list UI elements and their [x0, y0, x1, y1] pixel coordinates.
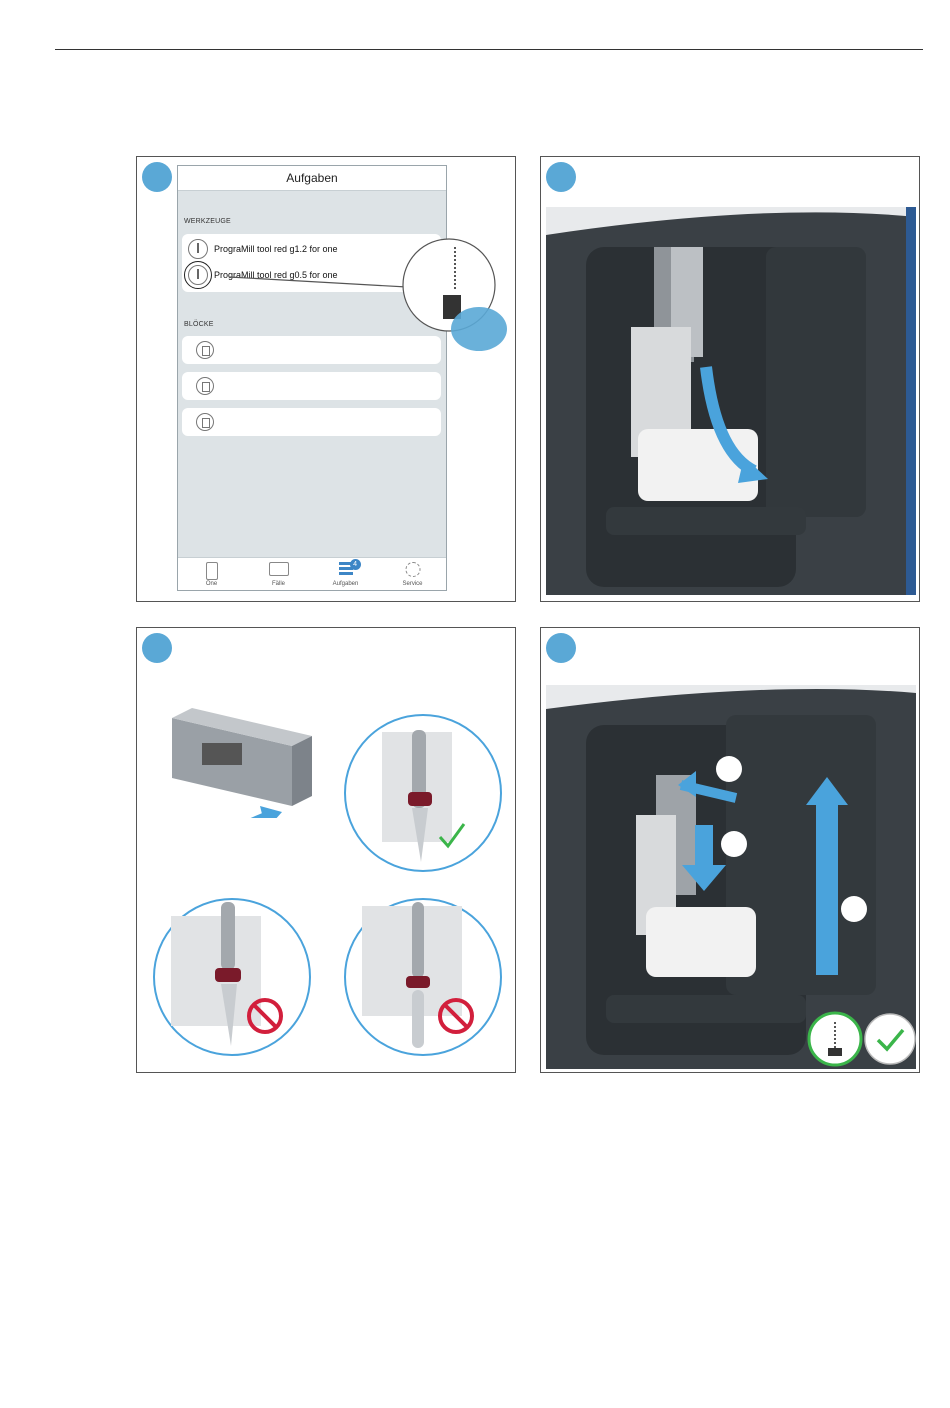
tab-service[interactable]: Service: [379, 558, 446, 590]
hand-icon: [451, 307, 507, 351]
panel-step-3: [136, 627, 516, 1073]
callout-circle-1: [716, 756, 742, 782]
tab-label: Aufgaben: [312, 581, 379, 587]
tools-section-label: WERKZEUGE: [184, 218, 231, 225]
machine-illustration: [546, 207, 916, 595]
tool-icon: [188, 265, 208, 285]
app-title: Aufgaben: [178, 166, 446, 191]
block-item-2[interactable]: [182, 372, 441, 400]
magnifier-callout: [217, 237, 516, 367]
gears-icon: [405, 562, 420, 577]
block-icon: [196, 413, 214, 431]
wrong-insertion-circle-2: [342, 896, 504, 1058]
blocks-section-label: BLÖCKE: [184, 321, 214, 328]
callout-circle-3: [841, 896, 867, 922]
block-icon: [196, 341, 214, 359]
confirm-check-icon: [865, 1014, 915, 1064]
tool-icon: [188, 239, 208, 259]
cases-icon: [269, 562, 289, 576]
header-rule: [55, 49, 923, 50]
panel-step-1: Aufgaben WERKZEUGE PrograMill tool red g…: [136, 156, 516, 602]
correct-insertion-circle: [342, 712, 504, 874]
step-marker-3: [142, 633, 172, 663]
wrong-insertion-circle-1: [151, 896, 313, 1058]
tab-cases[interactable]: Fälle: [245, 558, 312, 590]
status-buttons: [806, 1010, 918, 1068]
tool-holder-illustration: [142, 688, 322, 818]
tasks-badge: 4: [350, 559, 361, 570]
block-item-3[interactable]: [182, 408, 441, 436]
step-marker-2: [546, 162, 576, 192]
tablet-app-screen: Aufgaben WERKZEUGE PrograMill tool red g…: [177, 165, 447, 591]
tab-one[interactable]: One: [178, 558, 245, 590]
tab-tasks[interactable]: 4 Aufgaben: [312, 558, 379, 590]
block-icon: [196, 377, 214, 395]
tab-label: Service: [379, 581, 446, 587]
callout-circle-2: [721, 831, 747, 857]
tab-label: One: [178, 581, 245, 587]
step-marker-1: [142, 162, 172, 192]
tab-bar: One Fälle 4 Aufgaben Service: [178, 557, 446, 590]
panel-step-4: [540, 627, 920, 1073]
device-icon: [206, 562, 218, 580]
tab-label: Fälle: [245, 581, 312, 587]
step-marker-4: [546, 633, 576, 663]
panel-step-2: [540, 156, 920, 602]
